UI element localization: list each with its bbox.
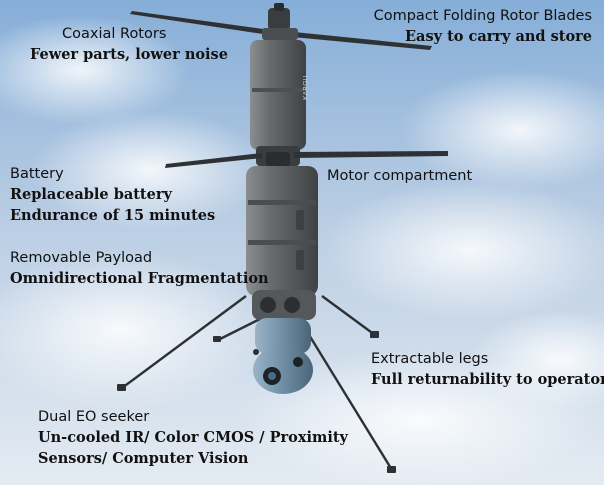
eo-seeker bbox=[253, 318, 313, 394]
upper-pod: KARGU bbox=[250, 40, 310, 150]
folding-blades-label: Compact Folding Rotor Blades Easy to car… bbox=[374, 6, 592, 47]
motor-label: Motor compartment bbox=[327, 166, 472, 186]
legs-desc: Full returnability to operator bbox=[371, 371, 604, 388]
payload-section bbox=[252, 290, 316, 320]
battery-title: Battery bbox=[10, 166, 64, 182]
folding-blades-desc: Easy to carry and store bbox=[405, 28, 592, 45]
main-body bbox=[246, 166, 318, 296]
battery-desc-2: Endurance of 15 minutes bbox=[10, 207, 216, 224]
seeker-title: Dual EO seeker bbox=[38, 409, 150, 425]
motor-title: Motor compartment bbox=[327, 168, 473, 184]
upper-rotor bbox=[130, 3, 432, 50]
coaxial-rotors-label: Coaxial Rotors Fewer parts, lower noise bbox=[30, 24, 228, 65]
battery-desc-1: Replaceable battery bbox=[10, 186, 172, 203]
folding-blades-title: Compact Folding Rotor Blades bbox=[373, 8, 592, 24]
payload-label: Removable Payload Omnidirectional Fragme… bbox=[10, 248, 269, 289]
legs-label: Extractable legs Full returnability to o… bbox=[371, 349, 604, 390]
payload-title: Removable Payload bbox=[10, 250, 153, 266]
legs-title: Extractable legs bbox=[371, 351, 489, 367]
coaxial-rotors-desc: Fewer parts, lower noise bbox=[30, 46, 228, 63]
svg-text:KARGU: KARGU bbox=[302, 75, 310, 100]
payload-desc: Omnidirectional Fragmentation bbox=[10, 270, 269, 287]
seeker-label: Dual EO seeker Un-cooled IR/ Color CMOS … bbox=[38, 407, 348, 469]
lower-rotor bbox=[165, 146, 448, 168]
seeker-desc-1: Un-cooled IR/ Color CMOS / Proximity bbox=[38, 429, 348, 446]
coaxial-rotors-title: Coaxial Rotors bbox=[62, 26, 167, 42]
clouds bbox=[0, 15, 604, 485]
leg-feet bbox=[117, 331, 396, 473]
legs bbox=[121, 295, 394, 471]
seeker-desc-2: Sensors/ Computer Vision bbox=[38, 450, 249, 467]
battery-label: Battery Replaceable battery Endurance of… bbox=[10, 164, 215, 226]
